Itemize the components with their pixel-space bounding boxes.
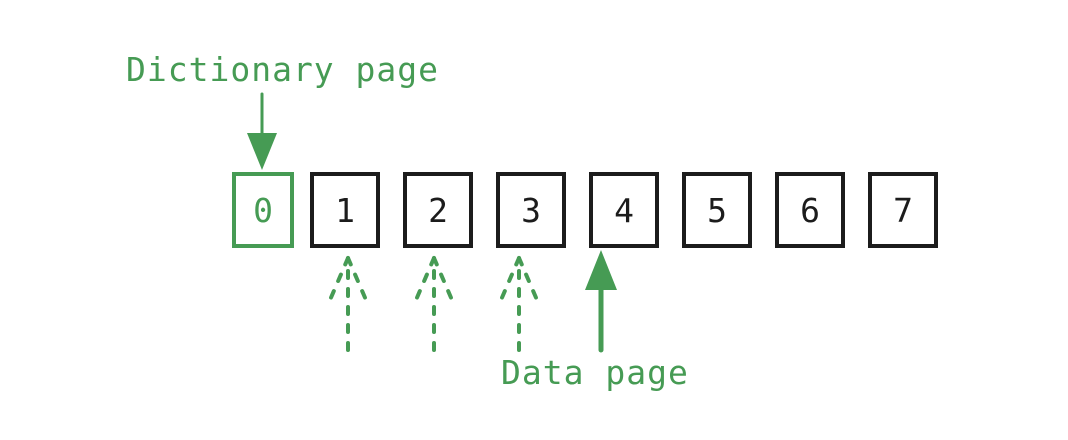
page-box-1-label: 1 <box>335 190 355 230</box>
page-box-0[interactable]: 0 <box>232 172 294 248</box>
data-page-label: Data page <box>501 353 689 392</box>
page-box-4[interactable]: 4 <box>589 172 659 248</box>
page-box-2[interactable]: 2 <box>403 172 473 248</box>
page-box-7[interactable]: 7 <box>868 172 938 248</box>
dictionary-reference-arrow-2-icon <box>414 256 454 352</box>
page-box-3[interactable]: 3 <box>496 172 566 248</box>
dictionary-page-label: Dictionary page <box>126 50 440 89</box>
page-box-7-label: 7 <box>893 190 913 230</box>
page-box-5[interactable]: 5 <box>682 172 752 248</box>
page-box-4-label: 4 <box>614 190 634 230</box>
page-box-0-label: 0 <box>253 190 273 230</box>
dictionary-reference-arrow-3-icon <box>499 256 539 352</box>
page-box-3-label: 3 <box>521 190 541 230</box>
page-box-6[interactable]: 6 <box>775 172 845 248</box>
dictionary-page-arrow-down-icon <box>247 92 277 170</box>
dictionary-reference-arrow-1-icon <box>328 256 368 352</box>
page-box-6-label: 6 <box>800 190 820 230</box>
page-box-2-label: 2 <box>428 190 448 230</box>
page-boxes-row: 0 1 2 3 4 5 6 7 <box>232 172 938 248</box>
data-page-arrow-up-icon <box>585 250 617 353</box>
page-box-5-label: 5 <box>707 190 727 230</box>
page-box-1[interactable]: 1 <box>310 172 380 248</box>
